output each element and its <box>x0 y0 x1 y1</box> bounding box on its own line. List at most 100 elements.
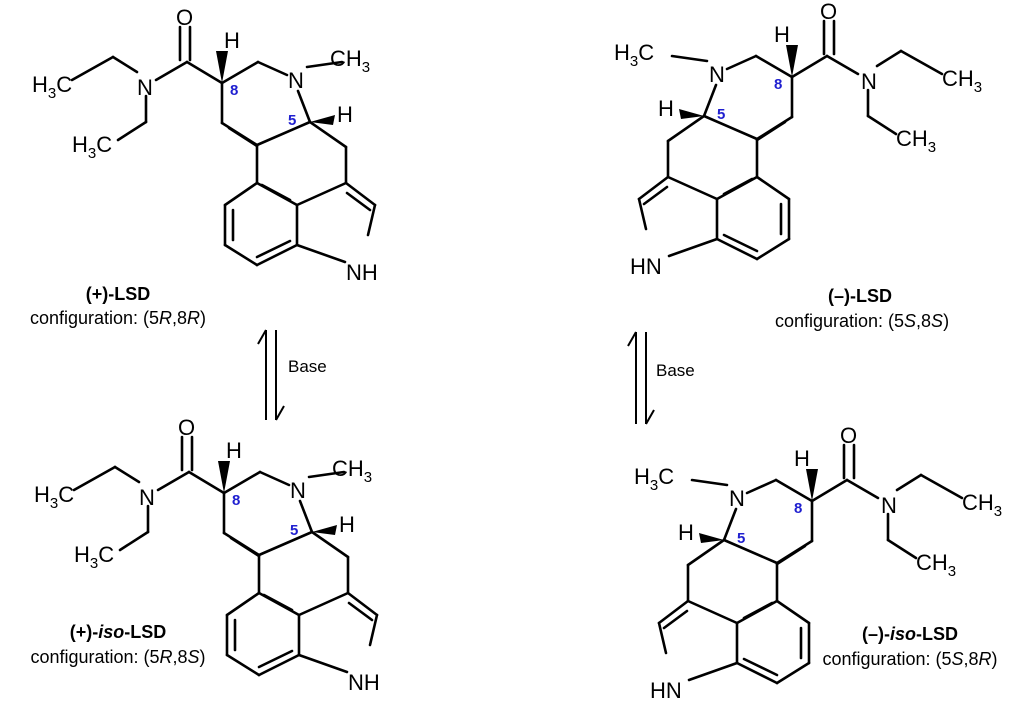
bond-line <box>722 177 754 196</box>
wedge-bond <box>806 469 818 501</box>
bond-line <box>810 478 849 503</box>
equilibrium-arrow-left: Base <box>257 329 327 421</box>
bond-line <box>308 120 348 149</box>
bond-line <box>687 661 739 682</box>
bond-line <box>686 599 739 625</box>
bond-line <box>745 478 778 495</box>
bond-line <box>666 175 719 201</box>
equilibrium-label-right: Base <box>656 361 695 380</box>
caption-plus-lsd: (+)-LSD configuration: (5R,8R) <box>30 284 206 328</box>
caption-minus-iso-lsd: (–)-iso-LSD configuration: (5S,8R) <box>822 624 997 669</box>
atom-label: 8 <box>794 500 802 517</box>
atom-label: N <box>709 62 725 87</box>
atom-label: configuration: (5S,8S) <box>775 311 949 331</box>
bond-line <box>229 536 261 558</box>
atom-label: CH3 <box>896 126 936 156</box>
lsd-skeleton-mirrored: CH3 CH3 N O H 8 N H3C 5 H HN <box>634 423 1002 703</box>
atom-label: N <box>861 69 877 94</box>
bond-line <box>310 530 350 559</box>
bond-line <box>666 114 706 143</box>
bond-line <box>255 243 299 267</box>
wedge-bond <box>216 51 228 83</box>
atom-label: H <box>678 520 694 545</box>
bond-line <box>156 470 191 492</box>
bond-line <box>225 653 261 677</box>
wedge-bond <box>312 525 337 535</box>
wedge-bond <box>310 115 335 125</box>
bond-line <box>722 507 738 542</box>
atom-label: configuration: (5R,8R) <box>30 308 206 328</box>
bond-line <box>346 591 379 617</box>
bond-line <box>298 499 314 534</box>
bond-line <box>295 243 347 264</box>
wedge-bond <box>218 461 230 493</box>
arrow-stroke <box>645 409 655 425</box>
bond-line <box>255 239 292 259</box>
atom-label: H <box>337 102 353 127</box>
bond-line <box>735 661 779 685</box>
bond-line <box>255 120 312 147</box>
bond-line <box>223 243 259 267</box>
lsd-skeleton-mirrored: CH3 CH3 N O H 8 N H3C 5 H HN <box>614 0 982 279</box>
bond-line <box>118 530 150 552</box>
bond-line <box>220 60 260 85</box>
bond-line <box>256 60 289 77</box>
atom-label: HN <box>630 254 662 279</box>
bond-line <box>774 478 814 503</box>
bond-line <box>775 544 807 566</box>
wedge-bond <box>679 109 704 119</box>
atom-label: H <box>339 512 355 537</box>
bond-line <box>754 54 794 79</box>
atom-label: 5 <box>290 522 298 539</box>
atom-label: 8 <box>230 82 238 99</box>
atom-label: configuration: (5R,8S) <box>30 647 205 667</box>
atom-label: (–)-iso-LSD <box>862 624 958 644</box>
caption-plus-iso-lsd: (+)-iso-LSD configuration: (5R,8S) <box>30 622 205 667</box>
bond-line <box>296 89 312 124</box>
bond-line <box>825 54 860 76</box>
bond-line <box>111 55 139 74</box>
atom-label: NH <box>346 260 378 285</box>
bond-line <box>722 538 779 565</box>
atom-label: O <box>840 423 857 448</box>
atom-label: 8 <box>232 492 240 509</box>
bond-line <box>886 538 918 560</box>
atom-label: CH3 <box>330 46 370 76</box>
molecule-minus-lsd: CH3 CH3 N O H 8 N H3C 5 H HN <box>614 0 982 279</box>
bond-line <box>257 649 294 669</box>
bond-line <box>227 126 259 148</box>
atom-label: H <box>794 446 810 471</box>
bond-line <box>637 175 670 201</box>
atom-label: H <box>224 28 240 53</box>
wedge-bond <box>699 533 724 543</box>
bond-line <box>742 601 774 620</box>
atom-label: configuration: (5S,8R) <box>822 649 997 669</box>
atom-label: H3C <box>72 132 112 162</box>
bond-line <box>258 470 291 487</box>
atom-label: (+)-iso-LSD <box>70 622 167 642</box>
bond-line <box>187 470 226 495</box>
atom-label: H <box>226 438 242 463</box>
bond-line <box>70 55 115 82</box>
atom-label: CH3 <box>942 66 982 96</box>
atom-label: CH3 <box>332 456 372 486</box>
lsd-skeleton: H3C H3C N O H 8 N CH3 5 H NH <box>32 5 378 285</box>
bond-line <box>866 114 898 136</box>
bond-line <box>116 120 148 142</box>
lsd-skeleton: H3C H3C N O H 8 N CH3 5 H NH <box>34 415 380 695</box>
bond-line <box>225 591 261 617</box>
atom-label: H3C <box>32 72 72 102</box>
atom-label: N <box>139 485 155 510</box>
bond-line <box>154 60 189 82</box>
bond-line <box>657 599 690 625</box>
molecule-plus-lsd: H3C H3C N O H 8 N CH3 5 H NH <box>32 5 378 285</box>
arrow-stroke <box>257 329 267 345</box>
caption-minus-lsd: (–)-LSD configuration: (5S,8S) <box>775 286 949 331</box>
atom-label: CH3 <box>916 550 956 580</box>
bond-line <box>642 185 669 206</box>
bond-line <box>775 599 811 625</box>
bond-line <box>715 237 759 261</box>
bond-line <box>260 183 292 202</box>
atom-label: HN <box>650 678 682 703</box>
atom-label: N <box>881 493 897 518</box>
